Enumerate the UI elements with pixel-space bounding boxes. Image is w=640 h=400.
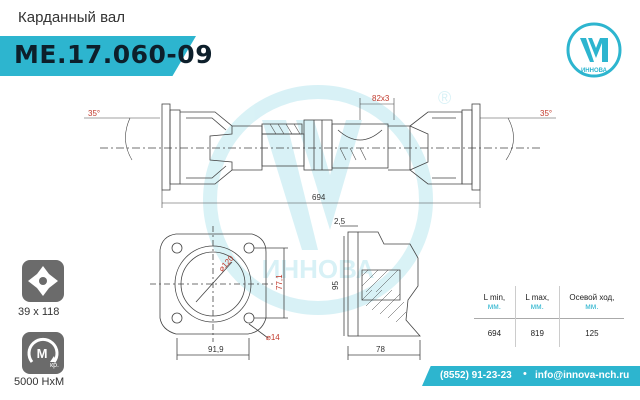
bolt-distance-label: 77,1 [275, 274, 284, 290]
value-lmin: 694 [474, 318, 516, 347]
spec-table-header-row: L min, мм. L max, мм. Осевой ход, мм. [474, 286, 624, 319]
torque-icon-letter: M [37, 346, 48, 361]
flange-size: 39 x 118 [18, 306, 60, 318]
value-lmax: 819 [514, 318, 560, 347]
part-number-banner [0, 36, 196, 76]
header-lmin: L min, мм. [483, 293, 506, 311]
innova-logo: ИННОВА [566, 22, 622, 78]
spec-table-value-row: 694 819 125 [474, 318, 624, 347]
angle-marks [84, 117, 556, 161]
phone-number[interactable]: (8552) 91-23-23 [440, 370, 512, 381]
length-label: 694 [312, 193, 326, 202]
spline-label: 82x3 [372, 94, 390, 103]
length-dim-lines [161, 190, 481, 208]
logo-text: ИННОВА [581, 68, 608, 74]
page-subtitle: Карданный вал [18, 9, 125, 26]
part-number: ME.17.060-09 [14, 40, 214, 69]
torque-value: 5000 НхМ [14, 376, 65, 388]
torque-icon-sub: кр. [50, 362, 59, 369]
side-thickness-label: 2,5 [334, 217, 346, 226]
flange-side-view [340, 225, 421, 360]
watermark-logo: ИННОВА ® [203, 85, 451, 315]
flange-front-view [150, 226, 288, 360]
torque-icon: M кр. [22, 332, 64, 374]
contact-separator: • [523, 368, 527, 380]
side-width-label: 78 [376, 345, 385, 354]
angle-left-label: 35° [88, 109, 100, 118]
shaft-hatch [269, 123, 367, 161]
side-height-label: 95 [331, 281, 340, 290]
shaft-view [100, 103, 540, 191]
bolt-hole-label: ⌀14 [266, 333, 280, 342]
header-lmax: L max, мм. [514, 286, 560, 319]
email-link[interactable]: info@innova-nch.ru [535, 370, 630, 381]
header-axial-travel: Осевой ход, мм. [558, 286, 624, 319]
watermark-text: ИННОВА [262, 254, 375, 284]
flange-icon [22, 260, 64, 302]
contact-bar [422, 366, 640, 386]
spline-dim-lines [359, 98, 395, 120]
angle-right-label: 35° [540, 109, 552, 118]
value-axial-travel: 125 [558, 318, 624, 347]
watermark-registered: ® [438, 88, 451, 108]
flange-width-label: 91,9 [208, 345, 224, 354]
spec-table: L min, мм. L max, мм. Осевой ход, мм. 69… [474, 286, 624, 347]
side-hatch [361, 269, 407, 323]
